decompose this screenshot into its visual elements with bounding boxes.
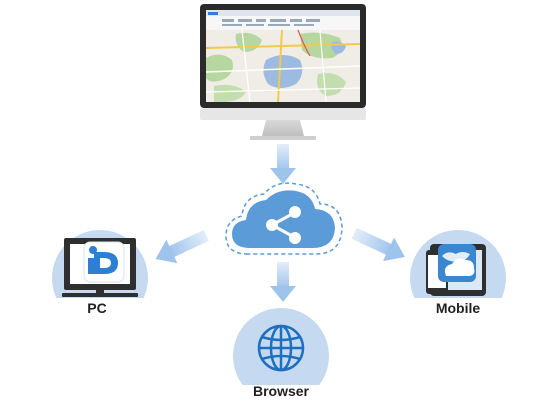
window-ribbon — [206, 16, 360, 30]
pc-label: PC — [87, 300, 107, 316]
mobile-node — [410, 230, 506, 298]
arrow-cloud-to-mobile — [351, 227, 405, 262]
pc-node — [52, 230, 148, 298]
browser-node — [233, 308, 329, 385]
globe-icon — [257, 324, 305, 372]
monitor-base — [250, 136, 316, 140]
map-view — [205, 29, 361, 103]
arrow-cloud-to-pc — [155, 229, 209, 264]
share-icon — [266, 206, 301, 244]
cloud-node — [225, 182, 343, 255]
pc-app-icon — [83, 241, 125, 283]
window-titlebar — [206, 10, 360, 16]
desktop-monitor — [200, 4, 366, 140]
arrow-monitor-to-cloud — [270, 144, 296, 184]
mobile-app-icon — [438, 244, 476, 282]
cloud-dashed-outline — [225, 182, 343, 255]
arrow-cloud-to-browser — [270, 262, 296, 302]
mobile-label: Mobile — [435, 300, 481, 316]
monitor-chin — [200, 108, 366, 120]
monitor-neck — [262, 120, 304, 136]
browser-label: Browser — [252, 383, 310, 399]
